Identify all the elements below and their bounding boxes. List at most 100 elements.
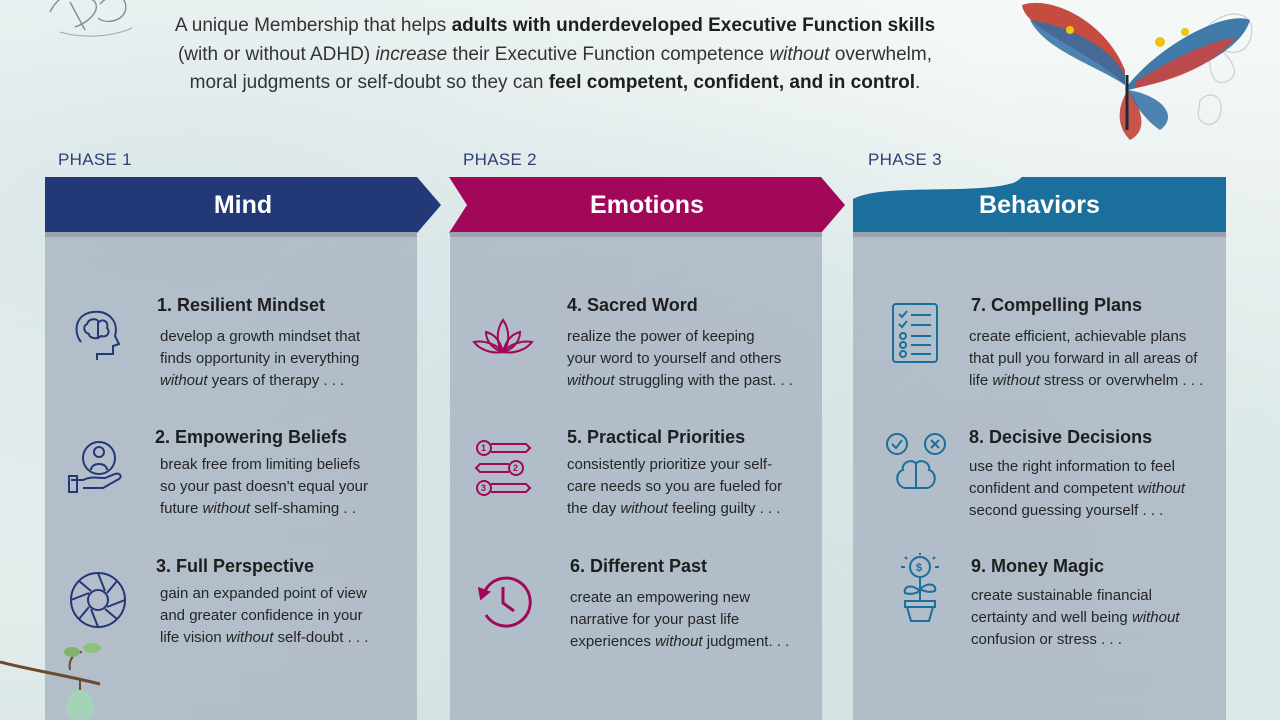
item-desc-line: your word to yourself and others	[567, 350, 782, 367]
phase-1-title: Mind	[213, 190, 273, 219]
phase-item: 3. Full Perspective gain an expanded poi…	[45, 553, 417, 673]
intro-text-segment: their Executive Function competence	[447, 43, 770, 65]
item-desc-line: confident and competent	[969, 480, 1138, 497]
item-desc-line: so your past doesn't equal your	[160, 478, 368, 495]
intro-text-segment: .	[915, 72, 921, 93]
numbered-list-icon: 123	[474, 440, 532, 496]
phase-3-banner: Behaviors	[853, 177, 1226, 233]
item-desc-line: self-doubt . . .	[273, 629, 369, 646]
intro-italic-text: increase	[375, 43, 448, 65]
svg-text:3: 3	[481, 483, 486, 493]
intro-text-segment: moral judgments or self-doubt so they ca…	[189, 72, 549, 93]
phase-1-label: PHASE 1	[58, 150, 132, 169]
lotus-icon	[472, 318, 534, 354]
item-desc-line: stress or overwhelm . . .	[1039, 372, 1204, 389]
phase-item: 8. Decisive Decisions use the right info…	[853, 424, 1225, 544]
phase-item: 4. Sacred Word realize the power of keep…	[450, 292, 822, 412]
phase-3-title: Behaviors	[979, 190, 1100, 219]
item-desc-italic: without	[655, 633, 703, 650]
item-desc-line: second guessing yourself . . .	[969, 502, 1164, 519]
intro-text: A unique Membership that helps adults wi…	[140, 12, 970, 98]
item-description: realize the power of keeping your word to…	[567, 326, 807, 392]
item-description: consistently prioritize your self-care n…	[567, 454, 807, 520]
phase-2-panel: 4. Sacred Word realize the power of keep…	[450, 232, 822, 720]
item-desc-italic: without	[225, 629, 274, 646]
item-description: gain an expanded point of view and greate…	[160, 583, 400, 649]
item-desc-line: gain an expanded point of view	[160, 585, 367, 602]
intro-line-3: moral judgments or self-doubt so they ca…	[140, 69, 970, 98]
intro-text-segment: (with or without ADHD)	[177, 43, 376, 65]
item-title: 3. Full Perspective	[156, 556, 315, 576]
item-desc-line: create sustainable financial	[971, 587, 1152, 604]
intro-text-segment: overwhelm,	[829, 43, 932, 65]
item-desc-line: care needs so you are fueled for	[567, 478, 783, 495]
item-desc-line: consistently prioritize your self-	[567, 456, 773, 473]
item-title: 1. Resilient Mindset	[157, 295, 326, 315]
history-clock-icon	[477, 576, 532, 628]
item-desc-line: narrative for your past life	[570, 611, 740, 628]
branch-cocoon-icon	[0, 643, 101, 720]
person-hand-icon	[68, 441, 122, 493]
item-description: create an empowering new narrative for yo…	[570, 587, 810, 653]
item-desc-line: self-shaming . .	[250, 500, 356, 517]
item-desc-line: that pull you forward in all areas of	[969, 350, 1198, 367]
item-desc-line: life vision	[160, 629, 226, 646]
phase-1-panel: 1. Resilient Mindset develop a growth mi…	[45, 232, 417, 720]
item-title: 2. Empowering Beliefs	[155, 427, 348, 447]
banner-shape	[449, 177, 845, 233]
item-desc-line: use the right information to feel	[969, 458, 1175, 475]
intro-bold-text: feel competent, confident, and in contro…	[548, 72, 916, 93]
item-desc-italic: without	[1137, 480, 1185, 497]
item-title: 5. Practical Priorities	[567, 427, 746, 447]
phase-3-label: PHASE 3	[868, 150, 942, 169]
intro-line-1: A unique Membership that helps adults wi…	[140, 12, 970, 41]
phase-item: 2. Empowering Beliefs break free from li…	[45, 424, 417, 544]
intro-bold-text: adults with underdeveloped Executive Fun…	[451, 15, 936, 36]
butterfly-icon	[1022, 2, 1253, 140]
item-desc-line: create an empowering new	[570, 589, 751, 606]
item-desc-line: certainty and well being	[971, 609, 1132, 626]
item-title: 8. Decisive Decisions	[969, 427, 1153, 447]
svg-text:$: $	[916, 562, 922, 574]
phase-2-title: Emotions	[590, 190, 704, 219]
item-desc-line: feeling guilty . . .	[667, 500, 781, 517]
item-title: 4. Sacred Word	[567, 295, 698, 315]
phase-2-banner: Emotions	[449, 177, 845, 233]
intro-text-segment: A unique Membership that helps	[174, 15, 452, 36]
brain-decision-icon	[886, 433, 946, 489]
item-description: use the right information to feel confide…	[969, 456, 1219, 522]
item-desc-line: and greater confidence in your	[160, 607, 363, 624]
item-desc-italic: without	[160, 372, 208, 389]
item-desc-line: life	[969, 372, 993, 389]
logo-icon	[49, 0, 133, 37]
item-desc-line: struggling with the past. . .	[614, 372, 793, 389]
item-desc-line: experiences	[570, 633, 656, 650]
item-title: 9. Money Magic	[971, 556, 1105, 576]
item-desc-line: the day	[567, 500, 621, 517]
item-description: break free from limiting beliefs so your …	[160, 454, 400, 520]
item-desc-line: realize the power of keeping	[567, 328, 755, 345]
item-desc-line: judgment. . .	[702, 633, 790, 650]
phase-item: 1. Resilient Mindset develop a growth mi…	[45, 292, 417, 412]
item-desc-italic: without	[620, 500, 668, 517]
item-desc-line: create efficient, achievable plans	[969, 328, 1187, 345]
banner-shape	[853, 177, 1226, 233]
item-desc-italic: without	[567, 372, 615, 389]
item-desc-line: confusion or stress . . .	[971, 631, 1122, 648]
item-description: create sustainable financial certainty an…	[971, 585, 1221, 651]
item-desc-italic: without	[202, 500, 251, 517]
aperture-icon	[70, 572, 126, 628]
phase-item: $ 9. Money Magic create sustainable fina…	[853, 553, 1225, 673]
item-description: create efficient, achievable plans that p…	[969, 326, 1219, 392]
item-desc-line: future	[160, 500, 203, 517]
item-desc-line: finds opportunity in everything	[160, 350, 360, 367]
item-desc-line: years of therapy . . .	[207, 372, 345, 389]
item-title: 7. Compelling Plans	[971, 295, 1143, 315]
item-desc-line: break free from limiting beliefs	[160, 456, 361, 473]
item-desc-italic: without	[1131, 609, 1180, 626]
svg-text:2: 2	[513, 463, 518, 473]
money-plant-icon: $	[901, 553, 939, 622]
intro-line-2: (with or without ADHD) increase their Ex…	[140, 41, 970, 70]
checklist-icon	[892, 303, 938, 363]
